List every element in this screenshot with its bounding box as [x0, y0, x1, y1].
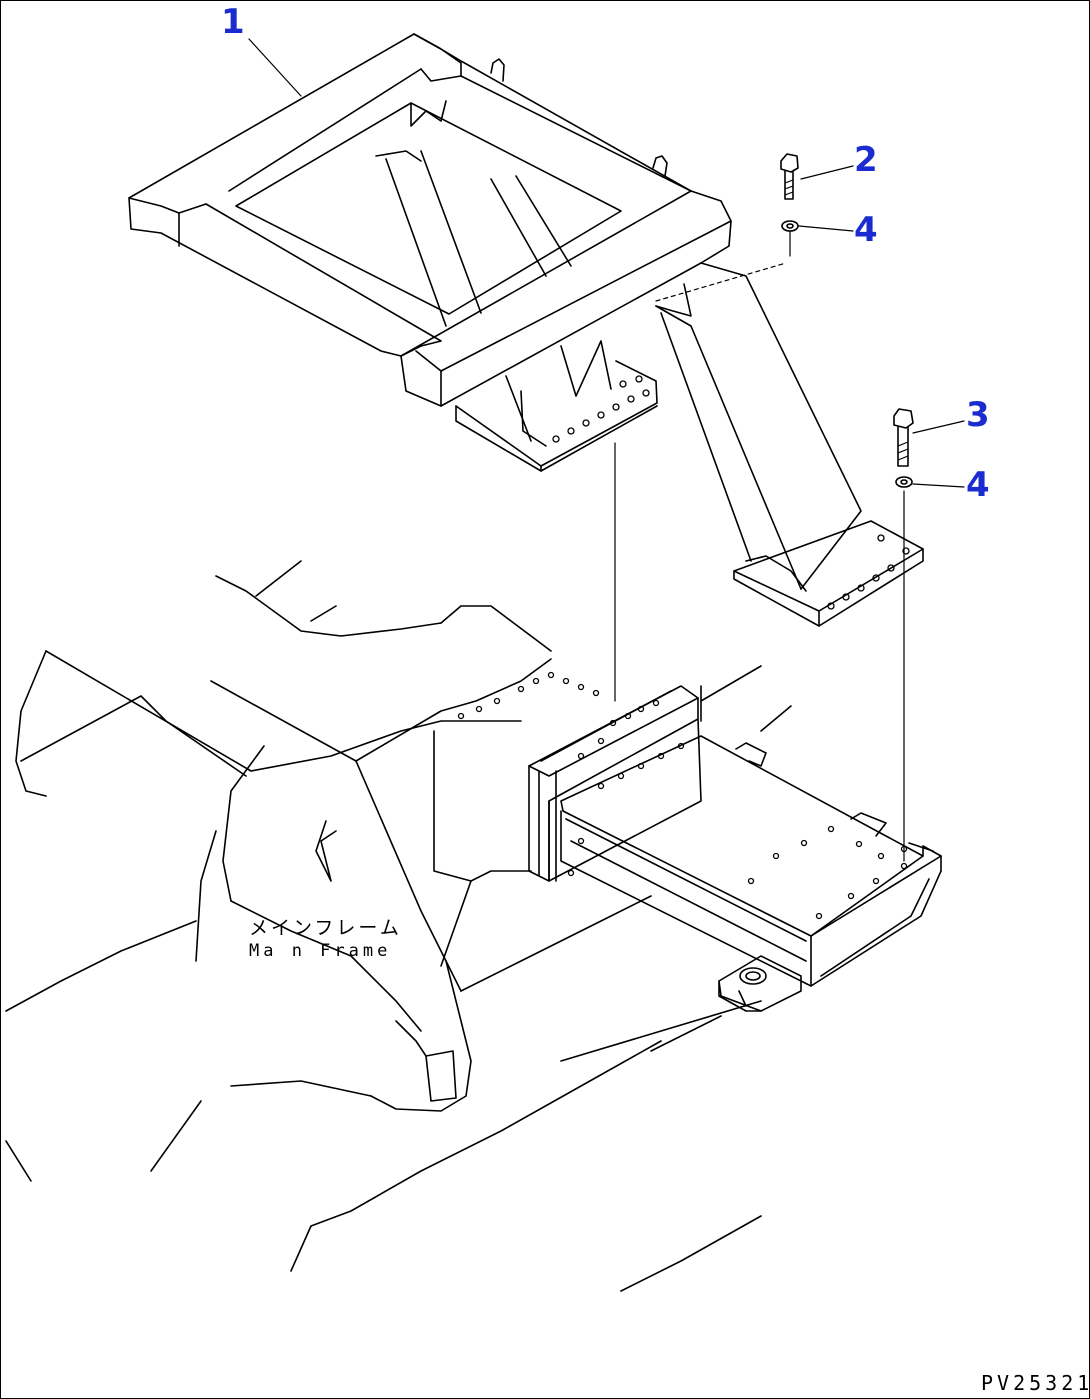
bolt-3 [893, 408, 914, 467]
drawing-code: PV25321 [981, 1371, 1090, 1395]
callout-3: 3 [966, 395, 990, 435]
main-frame-holes [457, 671, 600, 720]
step-bracket [528, 685, 942, 1012]
callout-2: 2 [854, 140, 878, 180]
callout-4-upper: 4 [854, 210, 878, 250]
main-frame-label-en: Ma n Frame [249, 941, 392, 961]
main-frame [5, 560, 792, 1292]
frame-assembly [128, 33, 924, 627]
callout-4-lower: 4 [966, 465, 990, 505]
callout-1: 1 [221, 2, 245, 42]
bolt-2 [780, 153, 799, 200]
washer-4-lower [895, 476, 913, 488]
main-frame-label-jp: メインフレーム [249, 917, 402, 939]
step-plate-holes [747, 825, 908, 920]
washer-4-upper [781, 220, 799, 257]
frame-right-foot-holes [827, 534, 910, 610]
frame-left-foot-holes [552, 375, 650, 443]
